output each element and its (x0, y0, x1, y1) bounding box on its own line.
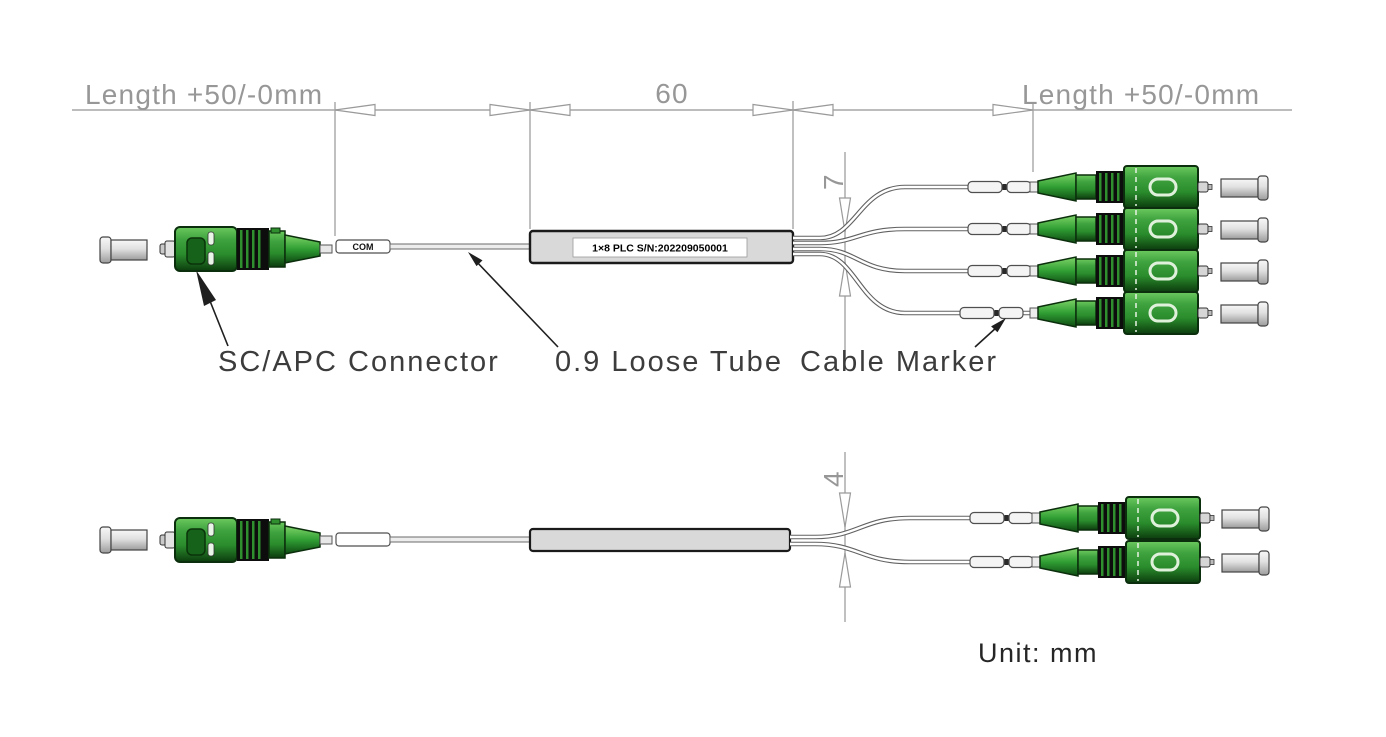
bottom-diagram: 4 Unit: mm (99, 452, 1270, 668)
input-cable-marker: COM (335, 239, 391, 254)
splitter-body: 1×8 PLC S/N:202209050001 (528, 229, 795, 265)
sc-apc-connector-output-1 (1028, 164, 1214, 210)
dimension-splitter-length: 60 (655, 78, 689, 109)
dust-cap-output-2-1 (1221, 506, 1270, 532)
top-diagram: Length +50/-0mm 60 Length +50/-0mm 7 COM… (72, 78, 1292, 378)
sc-apc-connector-output-2-2 (1030, 539, 1216, 585)
dust-cap-output-1 (1220, 175, 1269, 201)
fiber-marker-3 (967, 264, 1032, 278)
top-fanout-dimension: 7 (818, 152, 852, 358)
dust-cap-input-2 (99, 526, 148, 554)
callout-leaders (196, 252, 1006, 348)
dimension-left-length: Length +50/-0mm (85, 79, 323, 110)
fiber-marker-4 (959, 306, 1024, 320)
fiber-marker-1 (967, 180, 1032, 194)
unit-note: Unit: mm (978, 638, 1098, 668)
dimension-fanout-bottom: 4 (818, 470, 849, 487)
input-cable-marker-2 (335, 532, 391, 547)
dust-cap-output-2-2 (1221, 550, 1270, 576)
dust-cap-output-3 (1220, 259, 1269, 285)
sc-apc-connector-input-2 (159, 517, 333, 563)
input-cable-marker-label: COM (353, 242, 374, 252)
sc-apc-connector-output-4 (1028, 290, 1214, 336)
output-fibers (793, 180, 1035, 320)
callout-loose-tube: 0.9 Loose Tube (555, 346, 783, 378)
callout-connector: SC/APC Connector (218, 346, 500, 378)
dust-cap-output-2 (1220, 217, 1269, 243)
sc-apc-connector-input (159, 226, 333, 272)
dimension-right-length: Length +50/-0mm (1022, 79, 1260, 110)
fiber-marker-2 (967, 222, 1032, 236)
input-loose-tube-2 (389, 536, 531, 543)
bottom-fanout-dimension: 4 (818, 452, 852, 622)
output-fibers-2 (790, 511, 1037, 569)
fiber-marker-2-1 (969, 511, 1034, 525)
splitter-label: 1×8 PLC S/N:202209050001 (592, 243, 728, 255)
sc-apc-connector-output-2-1 (1030, 495, 1216, 541)
fiber-marker-2-2 (969, 555, 1034, 569)
sc-apc-connector-output-3 (1028, 248, 1214, 294)
splitter-body-2 (528, 527, 792, 553)
dust-cap-input (99, 236, 148, 264)
dust-cap-output-4 (1220, 301, 1269, 327)
input-loose-tube (389, 243, 531, 250)
callout-cable-marker: Cable Marker (800, 346, 998, 378)
sc-apc-connector-output-2 (1028, 206, 1214, 252)
top-dimension-line: Length +50/-0mm 60 Length +50/-0mm (72, 78, 1292, 236)
dimension-fanout-top: 7 (818, 173, 849, 190)
